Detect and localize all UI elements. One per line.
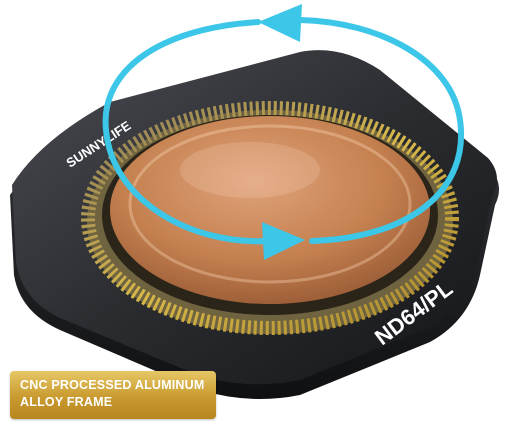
feature-badge: CNC PROCESSED ALUMINUM ALLOY FRAME — [10, 371, 216, 419]
filter-glass — [110, 116, 430, 304]
feature-badge-line1: CNC PROCESSED ALUMINUM — [20, 378, 205, 392]
arrowhead-icons — [258, 4, 305, 260]
rotation-arrow-icon — [102, 17, 465, 245]
feature-badge-line2: ALLOY FRAME — [20, 395, 113, 409]
